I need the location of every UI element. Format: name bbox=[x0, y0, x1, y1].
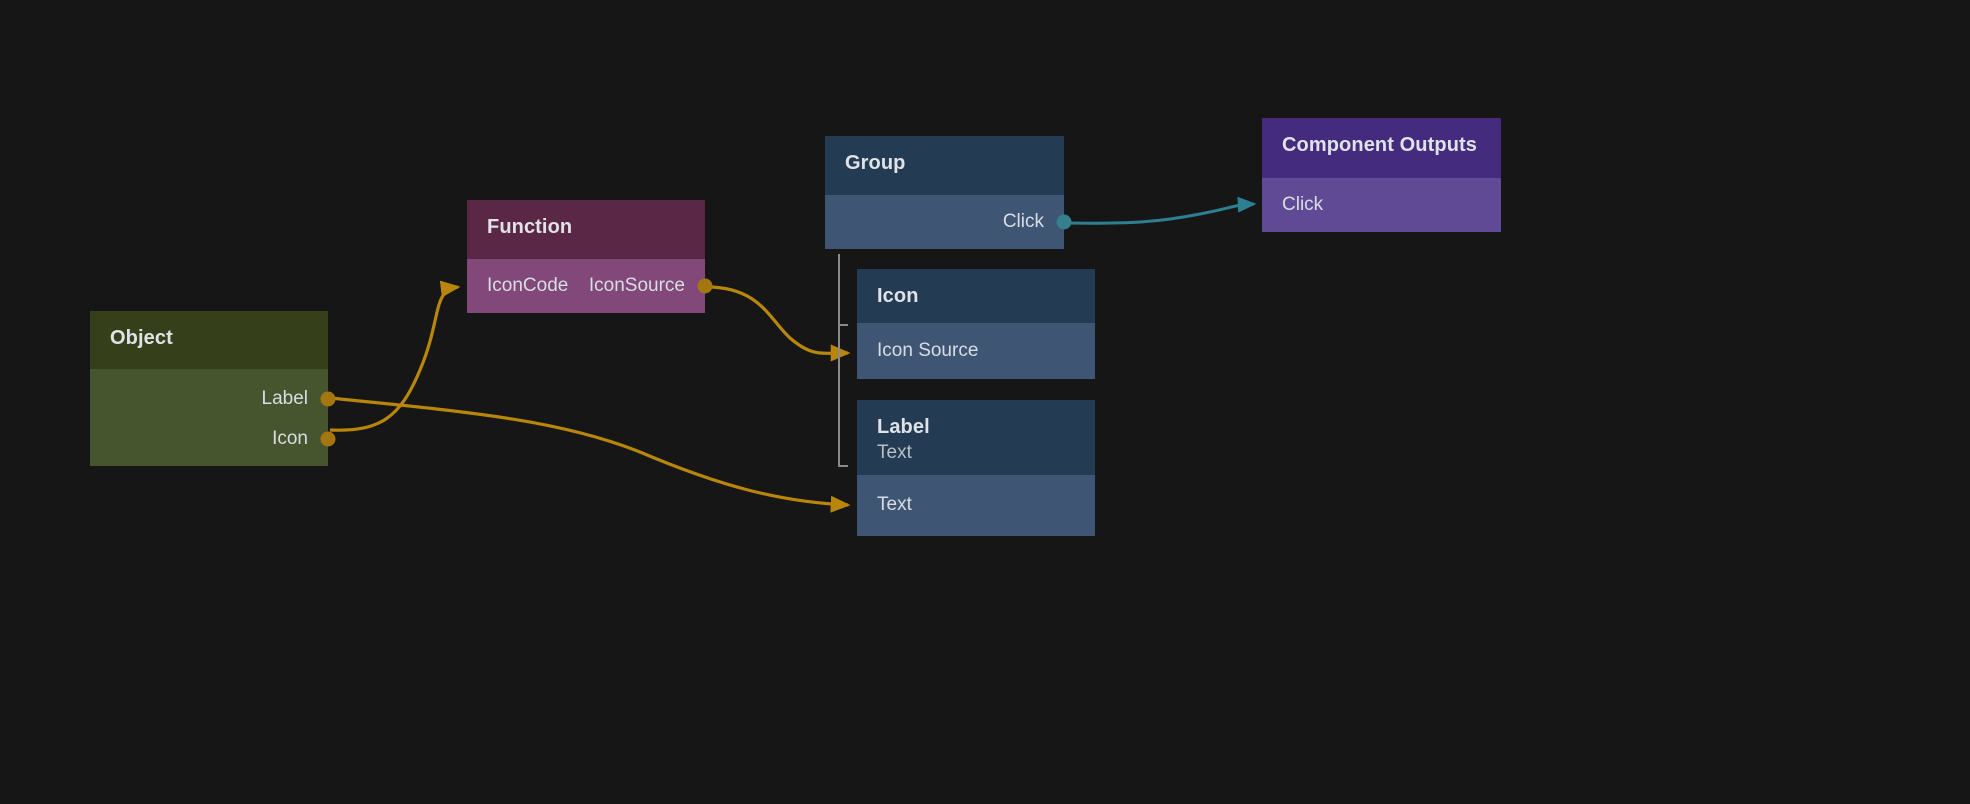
port-dot-object-label-out[interactable] bbox=[320, 391, 336, 407]
wire-group-click-to-component-outputs-click bbox=[1063, 196, 1257, 225]
node-icon[interactable]: Icon Icon Source bbox=[857, 269, 1095, 379]
port-label-group-click: Click bbox=[1002, 211, 1044, 232]
node-label-header[interactable]: Label Text bbox=[857, 400, 1095, 475]
node-group-header[interactable]: Group bbox=[825, 136, 1064, 195]
port-dot-function-iconsource-out[interactable] bbox=[697, 278, 713, 294]
port-row-label-text-in[interactable]: Text bbox=[857, 485, 1095, 525]
node-component-outputs[interactable]: Component Outputs Click bbox=[1262, 118, 1501, 232]
node-label-subtitle: Text bbox=[877, 442, 912, 463]
port-row-object-icon-out[interactable]: Icon bbox=[90, 419, 336, 459]
node-function-body: IconCode IconSource bbox=[467, 259, 713, 313]
port-label-object-label: Label bbox=[261, 388, 309, 409]
port-label-label-text: Text bbox=[877, 494, 912, 515]
node-object-body: Label Icon bbox=[90, 369, 336, 466]
node-object-header[interactable]: Object bbox=[90, 311, 328, 369]
port-dot-object-icon-out[interactable] bbox=[320, 431, 336, 447]
node-icon-title: Icon bbox=[877, 285, 919, 307]
node-icon-header[interactable]: Icon bbox=[857, 269, 1095, 323]
port-row-icon-source-in[interactable]: Icon Source bbox=[857, 331, 1095, 371]
port-label-icon-source: Icon Source bbox=[877, 340, 979, 361]
node-label-title: Label bbox=[877, 416, 930, 438]
node-component-outputs-title: Component Outputs bbox=[1282, 134, 1478, 156]
port-label-function-iconsource: IconSource bbox=[588, 275, 685, 296]
port-row-component-outputs-click-in[interactable]: Click bbox=[1262, 185, 1501, 225]
node-function-title: Function bbox=[487, 216, 573, 238]
port-label-object-icon: Icon bbox=[272, 428, 308, 449]
node-group-title: Group bbox=[845, 152, 906, 174]
node-label-body: Text bbox=[857, 475, 1095, 536]
wire-object-label-to-label-text bbox=[329, 396, 851, 513]
node-component-outputs-header[interactable]: Component Outputs bbox=[1262, 118, 1501, 178]
node-group[interactable]: Group Click bbox=[825, 136, 1072, 249]
port-row-function-ports[interactable]: IconCode IconSource bbox=[467, 266, 713, 306]
node-object-title: Object bbox=[110, 327, 173, 349]
port-label-function-iconcode: IconCode bbox=[487, 275, 569, 296]
port-row-object-label-out[interactable]: Label bbox=[90, 379, 336, 419]
node-group-body: Click bbox=[825, 195, 1072, 249]
port-label-component-outputs-click: Click bbox=[1282, 194, 1324, 215]
node-function[interactable]: Function IconCode IconSource bbox=[467, 200, 713, 313]
tree-branch-line-label bbox=[838, 465, 848, 467]
node-object[interactable]: Object Label Icon bbox=[90, 311, 336, 466]
node-icon-body: Icon Source bbox=[857, 323, 1095, 379]
wire-object-icon-to-function-iconcode bbox=[329, 280, 461, 432]
node-function-header[interactable]: Function bbox=[467, 200, 705, 259]
port-dot-group-click-out[interactable] bbox=[1056, 214, 1072, 230]
node-component-outputs-body: Click bbox=[1262, 178, 1501, 232]
node-label[interactable]: Label Text Text bbox=[857, 400, 1095, 536]
port-row-group-click-out[interactable]: Click bbox=[825, 202, 1072, 242]
tree-trunk-line bbox=[838, 254, 840, 466]
wire-function-iconsource-to-icon-source bbox=[706, 285, 851, 362]
tree-branch-line-icon bbox=[838, 324, 848, 326]
